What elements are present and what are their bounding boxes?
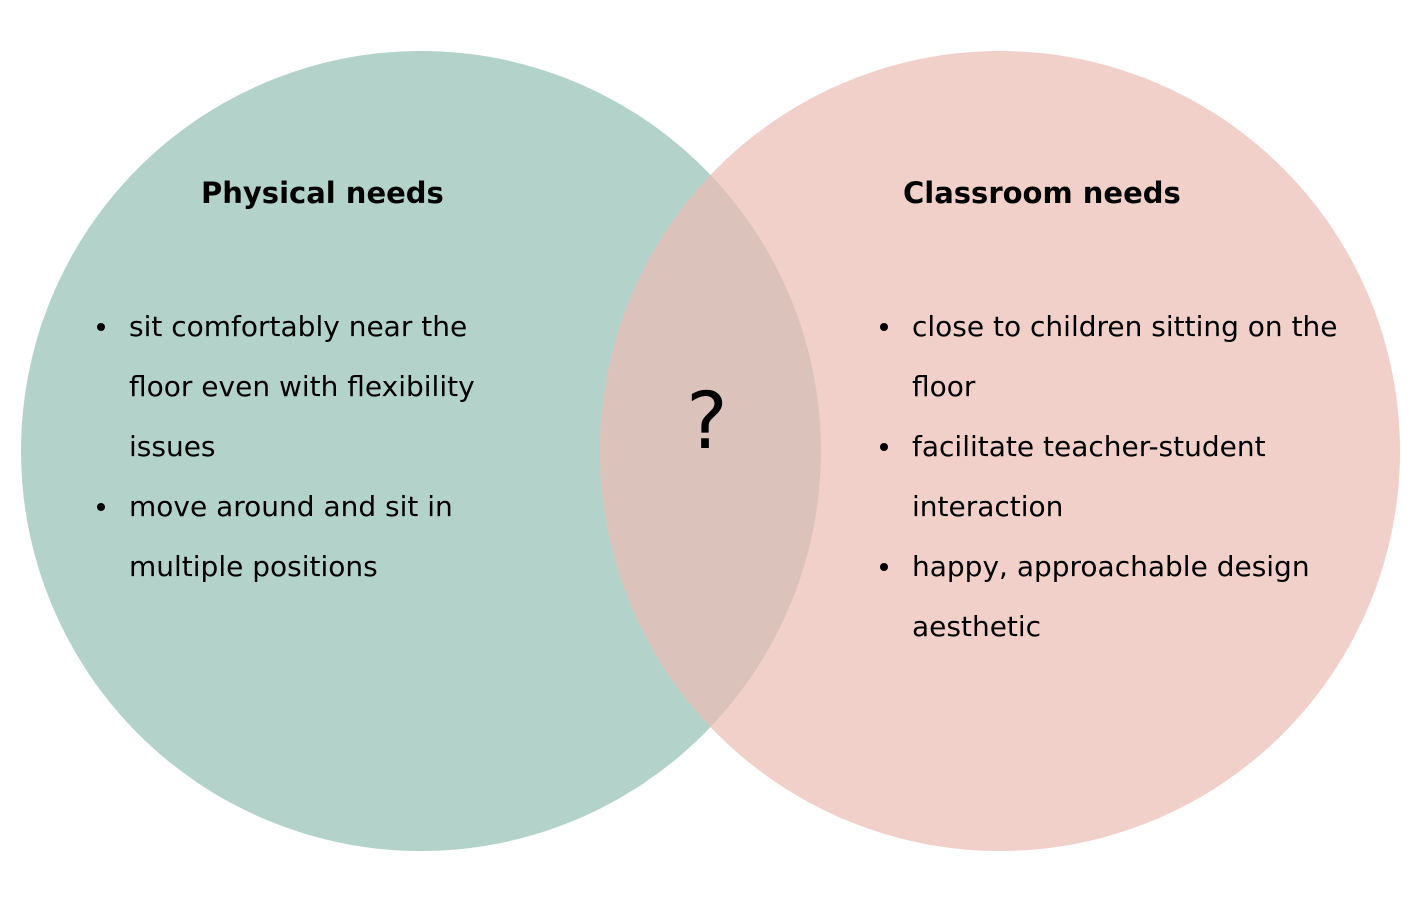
- classroom-needs-title: Classroom needs: [903, 176, 1181, 210]
- overlap-question-mark: ?: [686, 377, 728, 467]
- classroom-need-item: facilitate teacher-student interaction: [880, 417, 1352, 537]
- right-set-circle: [600, 51, 1400, 851]
- physical-needs-title: Physical needs: [201, 176, 444, 210]
- left-set-circle: [21, 51, 821, 851]
- classroom-need-item: happy, approachable design aesthetic: [880, 537, 1352, 657]
- physical-needs-list: sit comfortably near the floor even with…: [97, 297, 529, 597]
- physical-need-item: move around and sit in multiple position…: [97, 477, 529, 597]
- classroom-needs-list: close to children sitting on the floor f…: [880, 297, 1352, 657]
- classroom-need-item: close to children sitting on the floor: [880, 297, 1352, 417]
- physical-need-item: sit comfortably near the floor even with…: [97, 297, 529, 477]
